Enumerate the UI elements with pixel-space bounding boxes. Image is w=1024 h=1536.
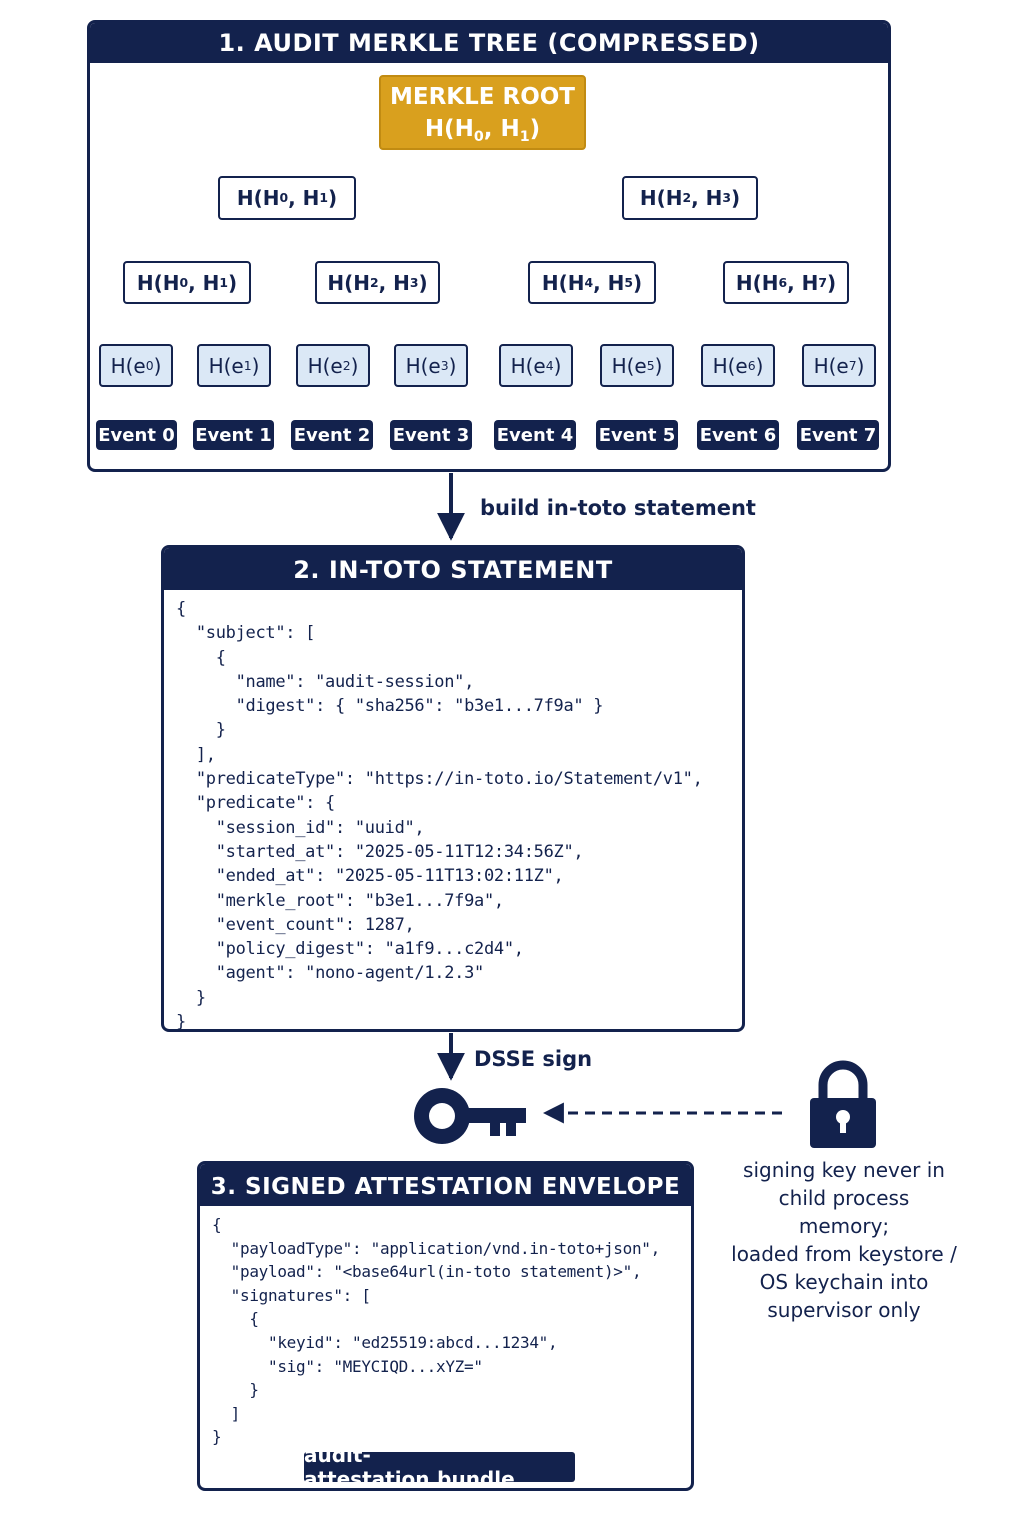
event-box: Event 3 [390, 420, 472, 450]
panel-2-title: 2. IN-TOTO STATEMENT [164, 548, 742, 590]
panel-1-title: 1. AUDIT MERKLE TREE (COMPRESSED) [90, 23, 888, 63]
event-box: Event 4 [494, 420, 576, 450]
event-box: Event 2 [291, 420, 373, 450]
merkle-root-node: MERKLE ROOT H(H0, H1) [379, 75, 586, 150]
build-statement-label: build in-toto statement [480, 496, 756, 520]
event-box: Event 7 [797, 420, 879, 450]
signed-envelope-panel: 3. SIGNED ATTESTATION ENVELOPE [197, 1161, 694, 1491]
merkle-root-label: MERKLE ROOT [389, 83, 575, 110]
merkle-root-hash: H(H0, H1) [424, 115, 541, 145]
signing-key-note: signing key never in child process memor… [731, 1158, 957, 1322]
event-box: Event 0 [96, 420, 177, 450]
in-toto-statement-code: { "subject": [ { "name": "audit-session"… [176, 599, 703, 1033]
key-icon [414, 1088, 526, 1144]
event-box: Event 5 [596, 420, 678, 450]
in-toto-statement-panel: 2. IN-TOTO STATEMENT [161, 545, 745, 1032]
bundle-filename-badge: audit-attestation.bundle [304, 1443, 575, 1491]
dsse-sign-label: DSSE sign [474, 1047, 593, 1071]
event-box: Event 6 [697, 420, 779, 450]
envelope-code: { "payloadType": "application/vnd.in-tot… [212, 1215, 660, 1447]
event-box: Event 1 [193, 420, 274, 450]
merkle-tree-panel: 1. AUDIT MERKLE TREE (COMPRESSED) [87, 20, 891, 472]
padlock-icon [810, 1060, 876, 1148]
panel-3-title: 3. SIGNED ATTESTATION ENVELOPE [200, 1164, 691, 1206]
